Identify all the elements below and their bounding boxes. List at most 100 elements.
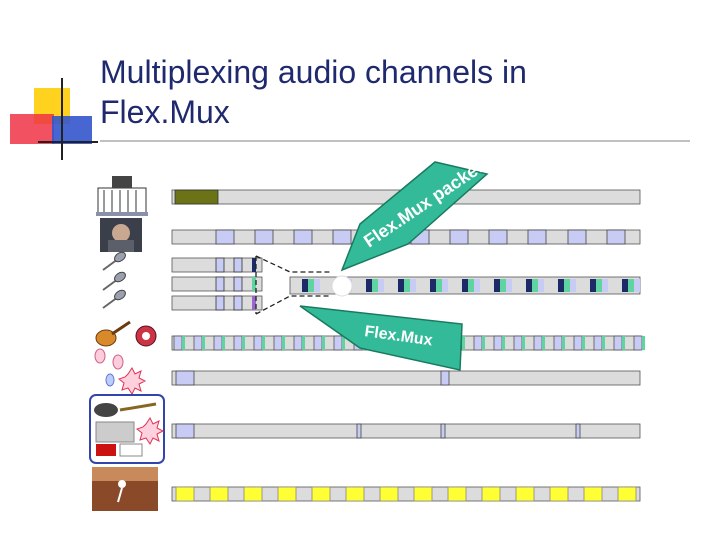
packet-yellow: [379, 486, 399, 502]
packet-green: [342, 336, 345, 350]
packet-green: [404, 279, 410, 292]
packet-marker: [252, 258, 256, 272]
packet-light: [440, 370, 450, 386]
track-row-balloons: [171, 370, 641, 386]
packet-green: [222, 336, 225, 350]
balloons-icon: [94, 348, 147, 395]
packet-light: [233, 276, 243, 292]
packet-green: [602, 336, 605, 350]
track-row-sports: [171, 486, 641, 502]
zoom-line-top: [255, 255, 330, 273]
packet-light: [253, 335, 263, 351]
packet-green: [628, 279, 634, 292]
packet-yellow: [277, 486, 297, 502]
packet-light: [356, 423, 362, 439]
packet-light: [233, 257, 243, 273]
packet-light: [488, 229, 508, 245]
packet-green: [308, 279, 314, 292]
track-row-news: [171, 423, 641, 439]
packet-light: [634, 279, 640, 292]
packet-light: [473, 335, 483, 351]
packet-green: [542, 336, 545, 350]
packet-light: [633, 335, 643, 351]
packet-light: [493, 335, 503, 351]
packet-green: [202, 336, 205, 350]
packet-light: [273, 335, 283, 351]
packet-light: [215, 276, 225, 292]
packet-green: [564, 279, 570, 292]
packet-light: [314, 279, 320, 292]
packet-light: [513, 335, 523, 351]
microphone-icon: [102, 271, 126, 291]
packet-light: [293, 335, 303, 351]
zoom-connector: [255, 255, 353, 315]
packet-marker: [252, 296, 256, 310]
packet-light: [573, 335, 583, 351]
packet-yellow: [481, 486, 501, 502]
guitar-horn-icon: [95, 320, 157, 347]
page-title: Multiplexing audio channels in Flex.Mux: [100, 52, 527, 132]
packet-green: [262, 336, 265, 350]
packet-green: [642, 336, 645, 350]
title-line-2: Flex.Mux: [100, 94, 230, 130]
logo-blue-square: [52, 116, 92, 144]
packet-light: [538, 279, 544, 292]
packet-yellow: [311, 486, 331, 502]
sports-video-icon: [92, 467, 158, 511]
callout-flexmux: Flex.Mux: [299, 305, 463, 371]
packet-light: [215, 229, 235, 245]
track-rows: [171, 189, 645, 502]
packet-light: [440, 423, 446, 439]
callout-flexmux-packet: Flex.Mux packet: [340, 157, 489, 272]
packet-dark: [558, 279, 564, 292]
building-icon: [96, 176, 148, 216]
packet-green: [532, 279, 538, 292]
packet-light: [233, 335, 243, 351]
packet-dark: [430, 279, 436, 292]
callout-top-shape: [340, 161, 489, 272]
corner-logo-icon: [10, 78, 98, 160]
packet-green: [482, 336, 485, 350]
packet-green: [436, 279, 442, 292]
packet-light: [570, 279, 576, 292]
packet-dark: [302, 279, 308, 292]
microphone-icon: [102, 289, 126, 309]
packet-dark: [462, 279, 468, 292]
packet-yellow: [617, 486, 637, 502]
packet-green: [562, 336, 565, 350]
packet-light: [553, 335, 563, 351]
packet-dark: [398, 279, 404, 292]
packet-green: [622, 336, 625, 350]
packet-green: [372, 279, 378, 292]
packet-green: [582, 336, 585, 350]
packet-light: [313, 335, 323, 351]
packet-light: [175, 423, 195, 439]
zoom-line-bottom: [255, 295, 330, 315]
packet-yellow: [413, 486, 433, 502]
packet-dark: [622, 279, 628, 292]
packet-light: [567, 229, 587, 245]
packet-light: [606, 229, 626, 245]
packet-light: [293, 229, 313, 245]
zoom-focus-circle: [331, 275, 353, 297]
packet-light: [193, 335, 203, 351]
packet-light: [332, 229, 352, 245]
packet-green: [182, 336, 185, 350]
packet-green: [522, 336, 525, 350]
speaker-video-icon: [100, 218, 142, 252]
packet-light: [527, 229, 547, 245]
packet-light: [213, 335, 223, 351]
packet-light: [602, 279, 608, 292]
microphone-icon: [102, 251, 126, 271]
packet-yellow: [549, 486, 569, 502]
packet-green: [502, 336, 505, 350]
packet-yellow: [243, 486, 263, 502]
packet-green: [596, 279, 602, 292]
packet-green: [322, 336, 325, 350]
logo-red-square: [10, 114, 54, 144]
packet-light: [533, 335, 543, 351]
packet-light: [333, 335, 343, 351]
packet-green: [468, 279, 474, 292]
packet-dark: [590, 279, 596, 292]
packet-olive: [174, 189, 219, 205]
